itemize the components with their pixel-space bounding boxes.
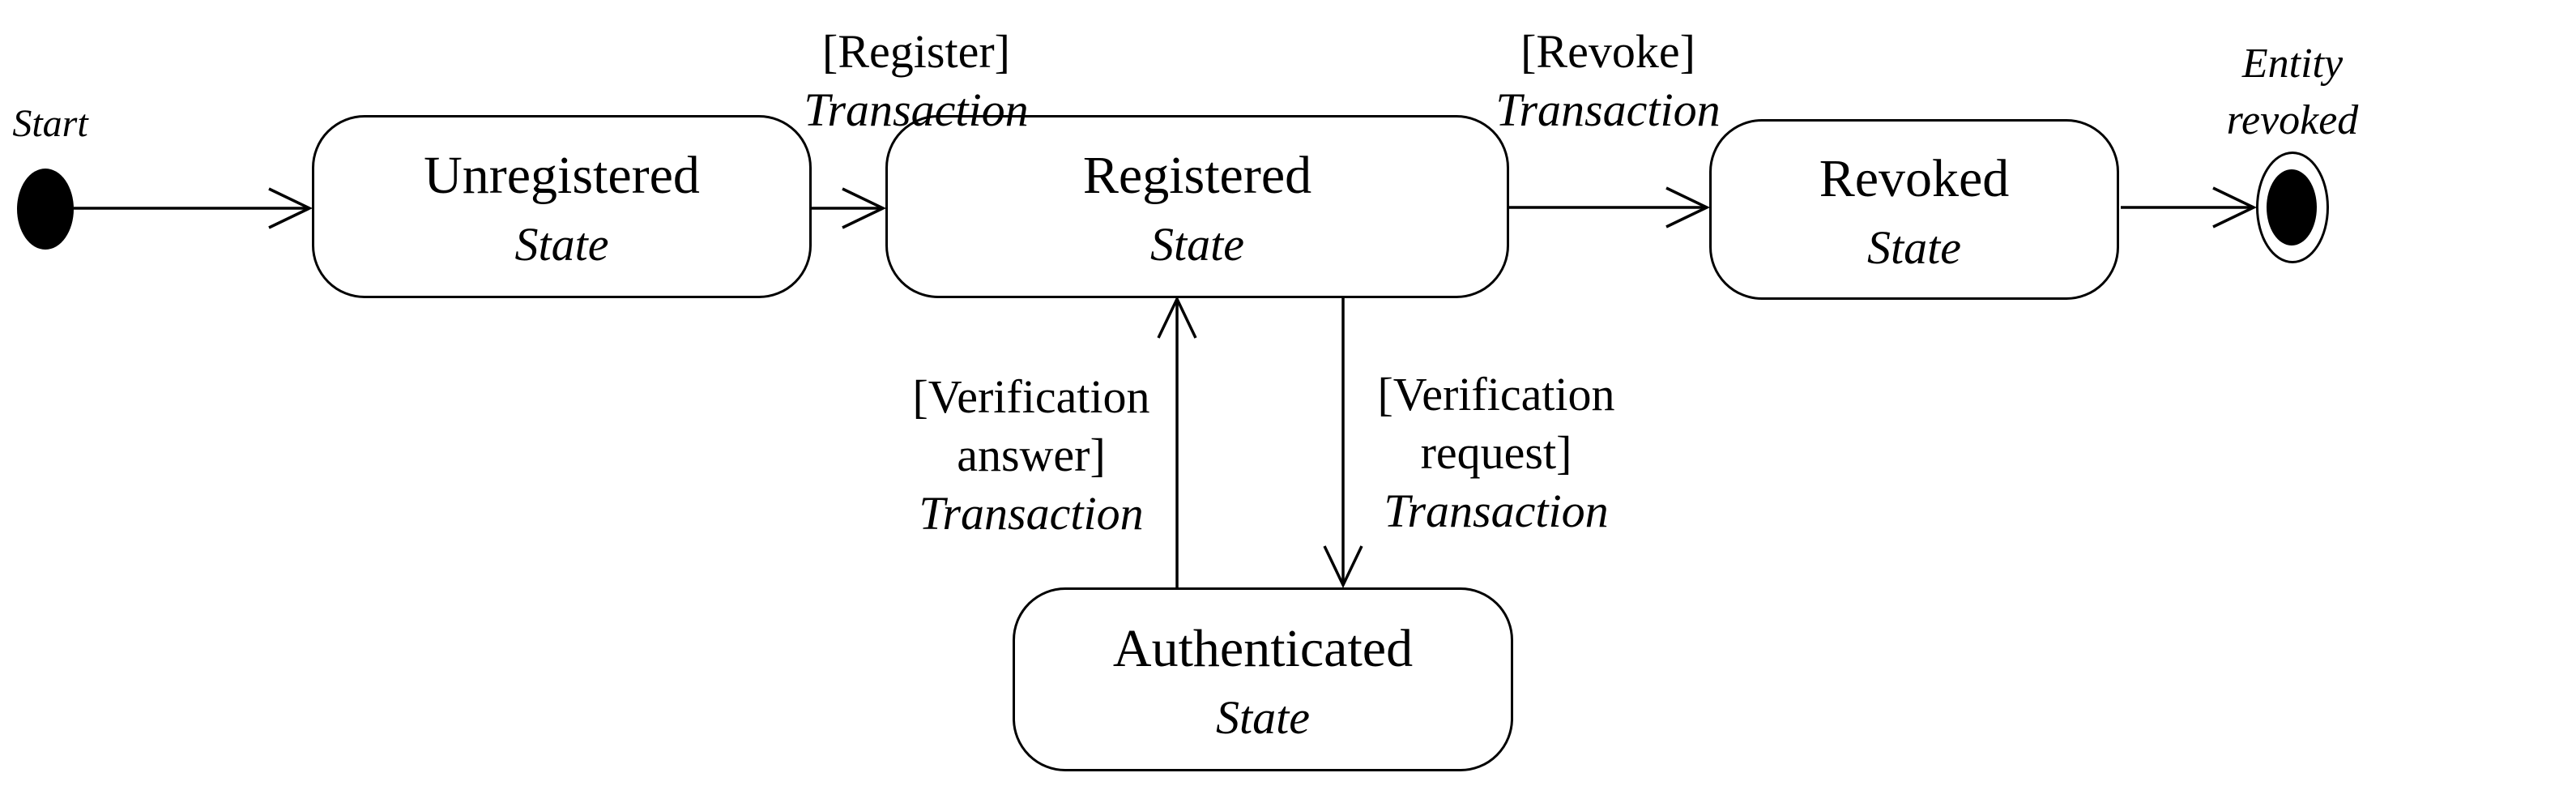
end-label-line2: revoked (2226, 97, 2359, 143)
guard-text-line1: [Verification (1377, 368, 1615, 421)
guard-text-line1: [Verification (912, 370, 1150, 423)
state-name: Unregistered (424, 146, 700, 205)
guard-text: [Revoke] (1520, 25, 1695, 78)
transition-arrow-start-to-unregistered (74, 187, 313, 229)
transition-label-register: [Register] Transaction (804, 23, 1028, 139)
end-label-line1: Entity (2241, 41, 2344, 87)
state-name: Revoked (1819, 148, 2010, 208)
state-name: Authenticated (1112, 618, 1414, 678)
action-text: Transaction (1495, 83, 1721, 136)
final-node-dot (2267, 169, 2317, 246)
action-text: Transaction (1384, 485, 1609, 537)
guard-text-line2: answer] (957, 429, 1106, 481)
state-node-authenticated: Authenticated State (1013, 587, 1513, 771)
state-stereotype: State (1150, 218, 1244, 271)
guard-text: [Register] (822, 25, 1010, 78)
transition-arrow-verification-answer (1157, 295, 1197, 587)
transition-label-verification-request: [Verification request] Transaction (1377, 365, 1614, 540)
action-text: Transaction (804, 83, 1029, 136)
action-text: Transaction (919, 487, 1144, 540)
state-stereotype: State (514, 218, 609, 271)
state-node-revoked: Revoked State (1709, 119, 2119, 300)
transition-arrow-verification-request (1323, 298, 1363, 589)
state-name: Registered (1082, 146, 1312, 205)
state-stereotype: State (1216, 690, 1310, 744)
end-label: Entity revoked (2227, 36, 2359, 149)
transition-arrow-register (812, 187, 887, 229)
state-stereotype: State (1867, 220, 1961, 274)
transition-arrow-revoke (1509, 186, 1711, 228)
transition-arrow-revoked-to-end (2121, 186, 2258, 228)
state-node-unregistered: Unregistered State (312, 115, 812, 298)
transition-label-revoke: [Revoke] Transaction (1495, 23, 1720, 139)
guard-text-line2: request] (1420, 426, 1572, 479)
transition-label-verification-answer: [Verification answer] Transaction (912, 368, 1149, 543)
state-node-registered: Registered State (885, 115, 1509, 298)
start-label: Start (12, 102, 88, 145)
initial-node (17, 169, 74, 250)
